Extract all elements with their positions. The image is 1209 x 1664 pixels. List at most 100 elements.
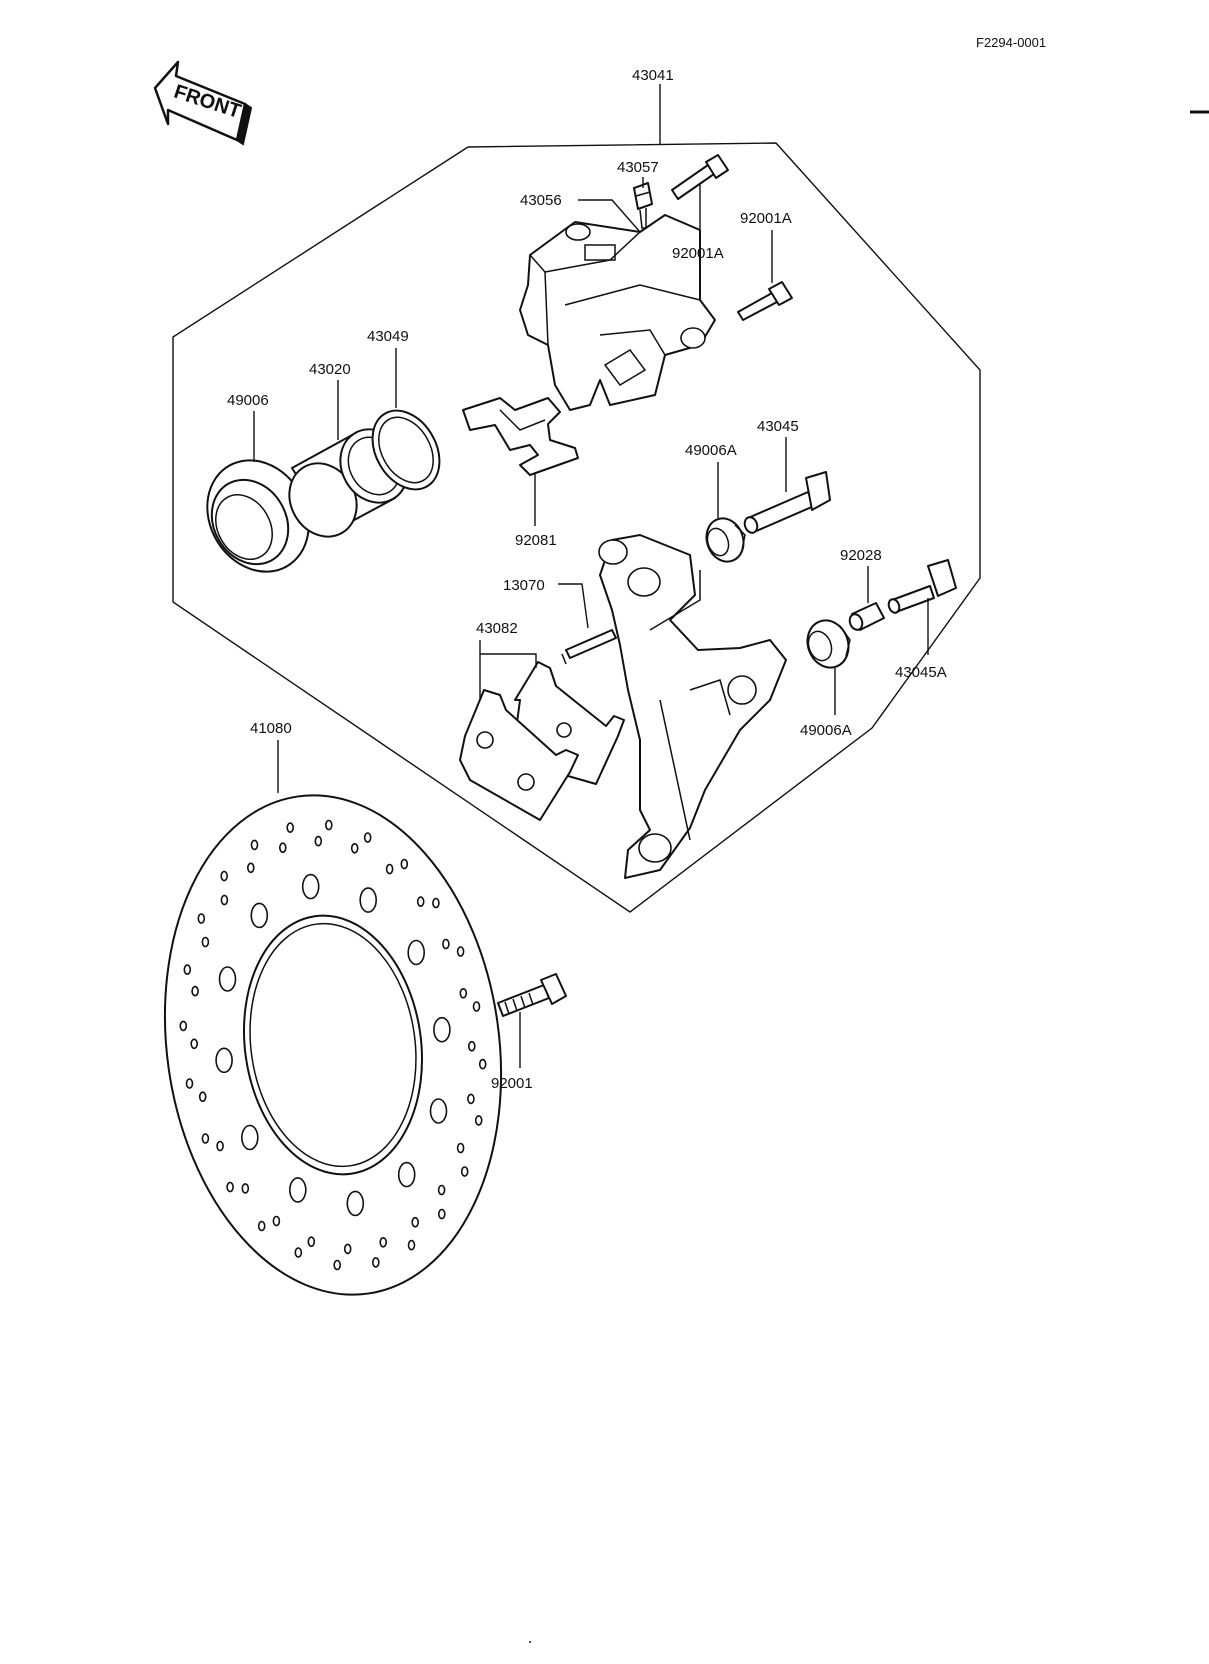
dust-seal-43049 — [371, 409, 441, 491]
caliper-assembly-boundary — [172, 142, 981, 913]
disc-bolt-92001 — [497, 973, 567, 1017]
disc-hole — [442, 938, 450, 950]
pad-pin-13070 — [561, 629, 617, 665]
label-92001A-upper: 92001A — [672, 245, 724, 262]
disc-hole — [359, 887, 378, 913]
disc-hole — [350, 842, 359, 854]
disc-hole — [433, 1016, 451, 1043]
pad-spring-92081 — [462, 397, 579, 476]
disc-hole — [190, 1038, 198, 1050]
disc-hole — [307, 1236, 316, 1247]
disc-hole — [183, 964, 192, 975]
disc-hole — [416, 896, 425, 907]
disc-hole — [437, 1184, 446, 1196]
label-13070: 13070 — [503, 577, 545, 594]
disc-hole — [272, 1215, 281, 1227]
label-92001: 92001 — [491, 1075, 533, 1092]
brake-disc-41080 — [163, 794, 503, 1296]
disc-hole — [179, 1020, 188, 1032]
disc-hole — [250, 839, 259, 851]
label-92028: 92028 — [840, 547, 882, 564]
boot-49006A-lower — [806, 619, 851, 669]
disc-hole — [216, 1140, 224, 1152]
caliper-body — [519, 214, 716, 411]
disc-hole — [241, 1124, 259, 1151]
label-41080: 41080 — [250, 720, 292, 737]
disc-hole — [247, 862, 255, 874]
disc-hole — [385, 863, 394, 875]
label-43057: 43057 — [617, 159, 659, 176]
caliper-bracket — [598, 534, 787, 879]
leader-43056 — [578, 199, 641, 233]
disc-hole — [456, 946, 465, 957]
bolt-92001A-right — [737, 281, 793, 321]
disc-hole — [346, 1190, 365, 1217]
sleeve-92028 — [848, 602, 885, 631]
disc-hole — [241, 1183, 250, 1194]
disc-hole — [288, 1177, 307, 1203]
disc-hole — [250, 902, 269, 929]
disc-hole — [191, 985, 199, 997]
disc-hole — [294, 1247, 303, 1258]
brake-pads-43082 — [459, 661, 625, 821]
disc-hole — [432, 897, 440, 909]
disc-hole — [467, 1040, 476, 1052]
disc-hole — [397, 1161, 416, 1188]
disc-hole — [185, 1078, 194, 1089]
disc-hole — [472, 1001, 481, 1012]
leader-13070 — [558, 583, 589, 629]
disc-hole — [478, 1058, 487, 1070]
disc-hole — [400, 858, 409, 870]
disc-holes — [179, 819, 487, 1271]
disc-hole — [257, 1220, 266, 1232]
label-43041: 43041 — [632, 67, 674, 84]
disc-hole — [460, 1166, 469, 1177]
speck — [529, 1641, 531, 1643]
disc-hole — [333, 1259, 342, 1271]
disc-hole — [407, 1239, 416, 1251]
label-43020: 43020 — [309, 361, 351, 378]
disc-hole — [456, 1142, 465, 1154]
disc-hole — [474, 1115, 483, 1126]
reference-code: F2294-0001 — [976, 35, 1046, 50]
label-49006A-lower: 49006A — [800, 722, 852, 739]
label-43045: 43045 — [757, 418, 799, 435]
disc-hole — [324, 819, 333, 831]
label-43045A: 43045A — [895, 664, 947, 681]
disc-hole — [371, 1257, 380, 1268]
label-49006: 49006 — [227, 392, 269, 409]
slide-pin-43045 — [743, 471, 831, 534]
bolt-92001A-upper — [671, 154, 729, 200]
disc-hole — [286, 822, 295, 833]
label-43082: 43082 — [476, 620, 518, 637]
disc-hole — [301, 873, 320, 900]
disc-hole — [220, 894, 229, 906]
disc-hole — [201, 1133, 210, 1144]
boot-49006A-upper — [705, 517, 746, 563]
disc-hole — [429, 1098, 448, 1124]
disc-hole — [197, 913, 206, 924]
disc-hole — [379, 1237, 388, 1248]
disc-hole — [411, 1216, 420, 1228]
disc-hole — [343, 1243, 352, 1255]
disc-hole — [437, 1208, 446, 1220]
slide-pin-43045A — [887, 559, 957, 614]
disc-hole — [215, 1047, 233, 1074]
disc-hole — [220, 870, 228, 882]
disc-hole — [314, 835, 323, 847]
disc-hole — [363, 832, 372, 843]
front-arrow-icon: FRONT — [153, 60, 253, 146]
label-43056: 43056 — [520, 192, 562, 209]
piston-seal-49006 — [206, 459, 310, 573]
bleeder-valve — [633, 182, 653, 229]
disc-hole — [218, 966, 237, 992]
label-49006A-upper: 49006A — [685, 442, 737, 459]
disc-hole — [459, 987, 468, 999]
label-92001A-right: 92001A — [740, 210, 792, 227]
disc-hole — [201, 936, 210, 948]
label-43049: 43049 — [367, 328, 409, 345]
label-92081: 92081 — [515, 532, 557, 549]
disc-hole — [407, 939, 426, 966]
leader-43082 — [479, 640, 537, 668]
